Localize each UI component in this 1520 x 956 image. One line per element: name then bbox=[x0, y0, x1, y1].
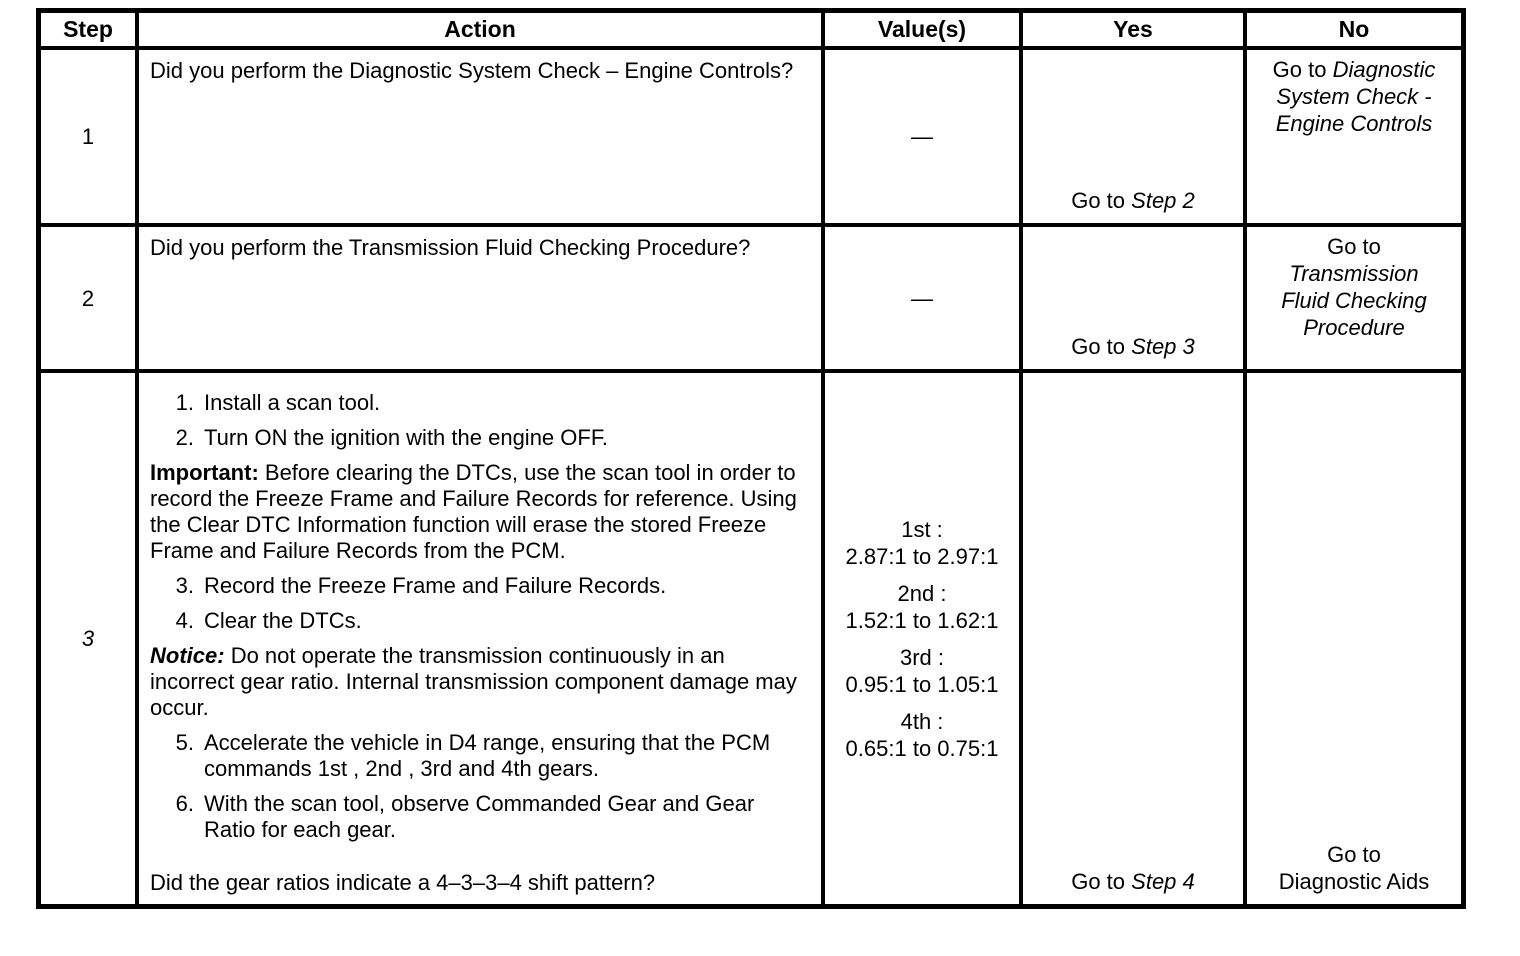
list-item-4: 4. Clear the DTCs. bbox=[150, 608, 807, 634]
list-item-3: 3. Record the Freeze Frame and Failure Re… bbox=[150, 573, 807, 599]
no-cell-step1: Go to Diagnostic System Check - Engine C… bbox=[1247, 50, 1461, 227]
list-number: 4. bbox=[175, 608, 194, 633]
gear-range: 1.52:1 to 1.62:1 bbox=[845, 607, 999, 633]
goto-target: Diagnostic Aids bbox=[1278, 869, 1430, 894]
action-content: 1. Install a scan tool. 2. Turn ON the ign… bbox=[139, 373, 821, 904]
goto-label: Go to bbox=[1272, 57, 1327, 82]
list-text: Turn ON the ignition with the engine OFF… bbox=[204, 425, 608, 450]
gear-ratio-3rd: 3rd : 0.95:1 to 1.05:1 bbox=[846, 644, 999, 698]
action-question: Did you perform the Transmission Fluid C… bbox=[150, 235, 751, 260]
value-cell-step2: — bbox=[825, 227, 1023, 373]
goto-target: Step 2 bbox=[1131, 188, 1195, 213]
list-number: 3. bbox=[175, 573, 194, 598]
goto-target: Step 3 bbox=[1131, 334, 1195, 359]
step-number-2: 2 bbox=[41, 227, 139, 373]
list-item-6: 6. With the scan tool, observe Commanded … bbox=[150, 791, 807, 843]
column-header-yes: Yes bbox=[1023, 13, 1247, 50]
goto-step2: Go to Step 2 bbox=[1071, 187, 1195, 214]
value-dash: — bbox=[911, 285, 933, 311]
list-text: Clear the DTCs. bbox=[204, 608, 362, 633]
list-number: 1. bbox=[175, 390, 194, 415]
step-number-3: 3 bbox=[41, 373, 139, 904]
goto-diagnostic-system-check: Go to Diagnostic System Check - Engine C… bbox=[1253, 56, 1455, 137]
goto-target: Transmission Fluid Checking Procedure bbox=[1281, 261, 1427, 340]
notice-label: Notice: bbox=[150, 643, 225, 668]
list-text: Record the Freeze Frame and Failure Reco… bbox=[204, 573, 667, 598]
step-number-text: 3 bbox=[81, 626, 95, 651]
action-cell-step2: Did you perform the Transmission Fluid C… bbox=[139, 227, 825, 373]
action-cell-step3: 1. Install a scan tool. 2. Turn ON the ign… bbox=[139, 373, 825, 904]
action-question: Did you perform the Diagnostic System Ch… bbox=[150, 58, 794, 83]
list-number: 2. bbox=[175, 425, 194, 450]
list-item-5: 5. Accelerate the vehicle in D4 range, en… bbox=[150, 730, 807, 782]
column-header-values: Value(s) bbox=[825, 13, 1023, 50]
list-text: Install a scan tool. bbox=[204, 390, 381, 415]
gear-ratio-2nd: 2nd : 1.52:1 to 1.62:1 bbox=[846, 580, 999, 634]
yes-cell-step2: Go to Step 3 bbox=[1023, 227, 1247, 373]
gear-label: 4th : bbox=[900, 708, 944, 734]
notice-text: Do not operate the transmission continuo… bbox=[150, 643, 797, 720]
goto-label: Go to bbox=[1327, 842, 1381, 867]
gear-range: 2.87:1 to 2.97:1 bbox=[845, 543, 999, 569]
gear-label: 1st : bbox=[901, 516, 943, 542]
action-cell-step1: Did you perform the Diagnostic System Ch… bbox=[139, 50, 825, 227]
gear-range: 0.65:1 to 0.75:1 bbox=[845, 735, 999, 761]
goto-label: Go to bbox=[1071, 869, 1126, 894]
list-text: Accelerate the vehicle in D4 range, ensu… bbox=[204, 730, 771, 781]
gear-label: 3rd : bbox=[899, 644, 945, 670]
value-dash: — bbox=[911, 124, 933, 149]
notice-note: Notice: Do not operate the transmission … bbox=[150, 643, 807, 721]
gear-ratio-1st: 1st : 2.87:1 to 2.97:1 bbox=[846, 516, 999, 570]
yes-cell-step1: Go to Step 2 bbox=[1023, 50, 1247, 227]
goto-step4: Go to Step 4 bbox=[1071, 868, 1195, 895]
gear-label: 2nd : bbox=[897, 580, 947, 606]
gear-range: 0.95:1 to 1.05:1 bbox=[845, 671, 999, 697]
gear-ratio-4th: 4th : 0.65:1 to 0.75:1 bbox=[846, 708, 999, 762]
important-note: Important: Before clearing the DTCs, use… bbox=[150, 460, 807, 564]
diagnostic-table: Step Action Value(s) Yes No 1 Did you pe… bbox=[36, 8, 1466, 909]
step-number-1: 1 bbox=[41, 50, 139, 227]
list-number: 5. bbox=[175, 730, 194, 755]
value-cell-step1: — bbox=[825, 50, 1023, 227]
list-number: 6. bbox=[175, 791, 194, 816]
column-header-step: Step bbox=[41, 13, 139, 50]
action-question: Did the gear ratios indicate a 4–3–3–4 s… bbox=[150, 870, 656, 895]
list-text: With the scan tool, observe Commanded Ge… bbox=[204, 791, 755, 842]
list-item-1: 1. Install a scan tool. bbox=[150, 390, 807, 416]
goto-step3: Go to Step 3 bbox=[1071, 333, 1195, 360]
important-label: Important: bbox=[150, 460, 259, 485]
goto-label: Go to bbox=[1071, 188, 1126, 213]
value-cell-step3: 1st : 2.87:1 to 2.97:1 2nd : 1.52:1 to 1… bbox=[825, 373, 1023, 904]
column-header-no: No bbox=[1247, 13, 1461, 50]
goto-label: Go to bbox=[1071, 334, 1126, 359]
yes-cell-step3: Go to Step 4 bbox=[1023, 373, 1247, 904]
goto-label: Go to bbox=[1327, 234, 1381, 259]
goto-target: Diagnostic System Check - Engine Control… bbox=[1275, 57, 1436, 136]
goto-target: Step 4 bbox=[1131, 869, 1195, 894]
list-item-2: 2. Turn ON the ignition with the engine O… bbox=[150, 425, 807, 451]
important-text: Before clearing the DTCs, use the scan t… bbox=[150, 460, 797, 563]
column-header-action: Action bbox=[139, 13, 825, 50]
